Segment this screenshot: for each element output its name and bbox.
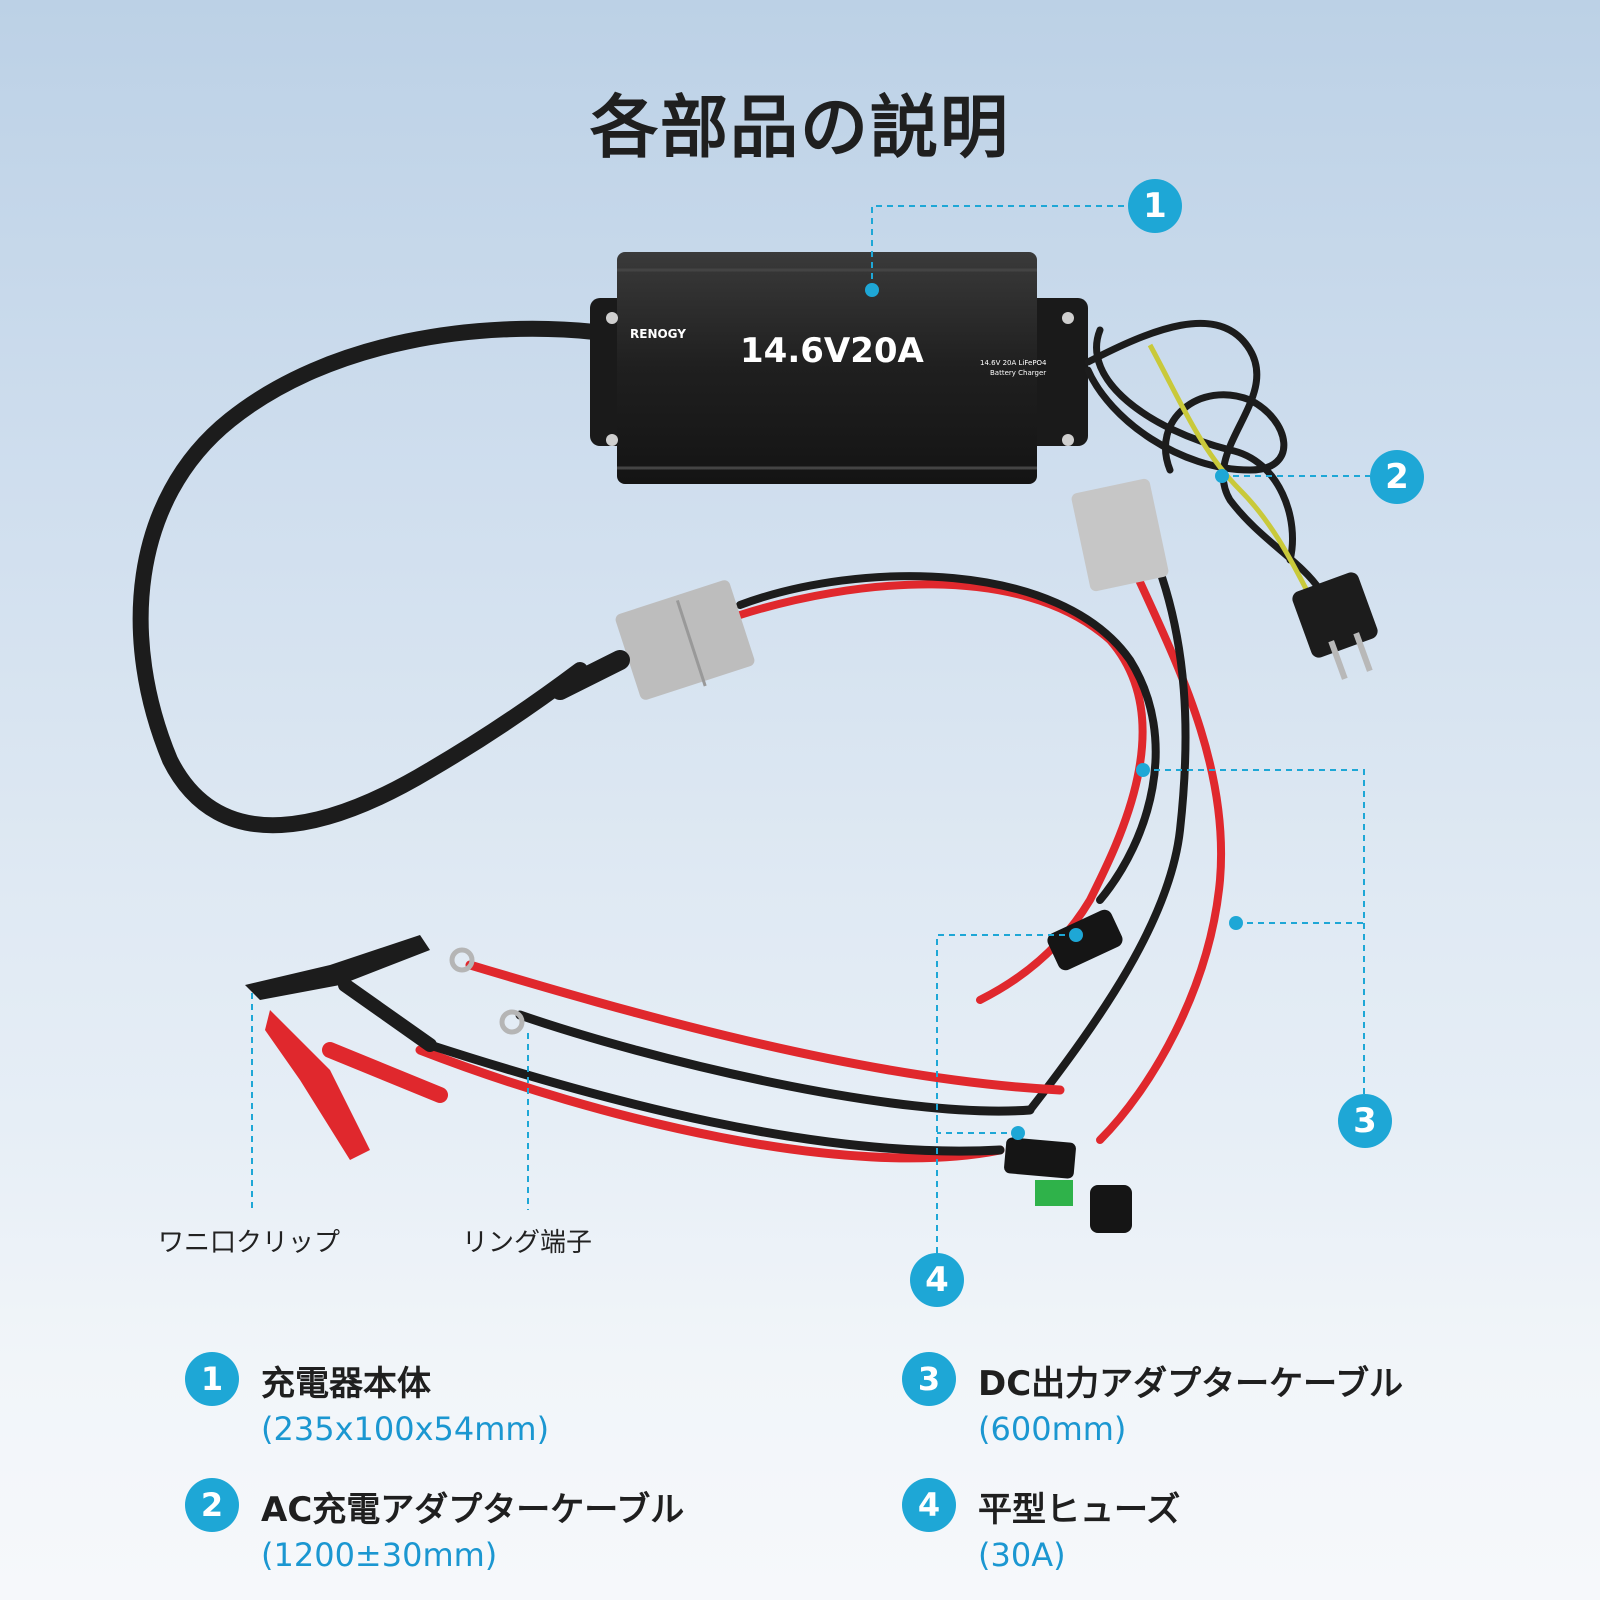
legend-spec-4: (30A) — [978, 1536, 1066, 1574]
legend-name-4: 平型ヒューズ — [978, 1490, 1181, 1530]
legend-name-2: AC充電アダプターケーブル — [261, 1490, 685, 1530]
charger-output-cable — [132, 320, 603, 834]
product-model: 14.6V20A — [740, 331, 925, 371]
ring-terminal-label: リング端子 — [462, 1228, 593, 1258]
callout-line-1 — [871, 205, 1128, 290]
ac-plug — [1292, 572, 1378, 680]
dc-cables — [415, 541, 1226, 1163]
marker-1: 1 — [1128, 179, 1182, 233]
fuse-holder-top — [1047, 909, 1123, 971]
callout-line-3 — [1143, 769, 1365, 1094]
callout-lines — [251, 205, 1370, 1255]
alligator-clip-black — [245, 935, 437, 1052]
anderson-connector-middle — [615, 580, 755, 700]
callout-line-4 — [936, 934, 1076, 1255]
legend-spec-2: (1200±30mm) — [261, 1536, 498, 1574]
marker-2: 2 — [1370, 450, 1424, 504]
product-subtitle-2: Battery Charger — [990, 369, 1046, 377]
ring-terminal-2 — [499, 1009, 525, 1035]
legend-name-3: DC出力アダプターケーブル — [978, 1364, 1404, 1404]
legend-num-4: 4 — [902, 1478, 956, 1532]
marker-3: 3 — [1338, 1094, 1392, 1148]
callout-dots — [865, 283, 1243, 1140]
alligator-clip-label: ワニ口クリップ — [158, 1228, 341, 1258]
marker-4: 4 — [910, 1253, 964, 1307]
legend-num-2: 2 — [185, 1478, 239, 1532]
legend-spec-3: (600mm) — [978, 1410, 1127, 1448]
brand-logo: RENOGY — [630, 327, 686, 341]
product-subtitle-1: 14.6V 20A LiFePO4 — [980, 359, 1047, 367]
ground-wire — [1147, 343, 1323, 617]
ring-terminal-1 — [449, 947, 475, 973]
legend-spec-1: (235x100x54mm) — [261, 1410, 550, 1448]
page-title: 各部品の説明 — [589, 89, 1010, 168]
anderson-connector-top — [1071, 478, 1169, 592]
connector-sleeve — [550, 650, 630, 700]
fuse-holder-bottom — [1004, 1137, 1132, 1233]
legend-name-1: 充電器本体 — [261, 1364, 431, 1404]
legend-num-1: 1 — [185, 1352, 239, 1406]
charger-body — [590, 252, 1088, 484]
alligator-clip-red — [265, 1010, 448, 1160]
legend-num-3: 3 — [902, 1352, 956, 1406]
